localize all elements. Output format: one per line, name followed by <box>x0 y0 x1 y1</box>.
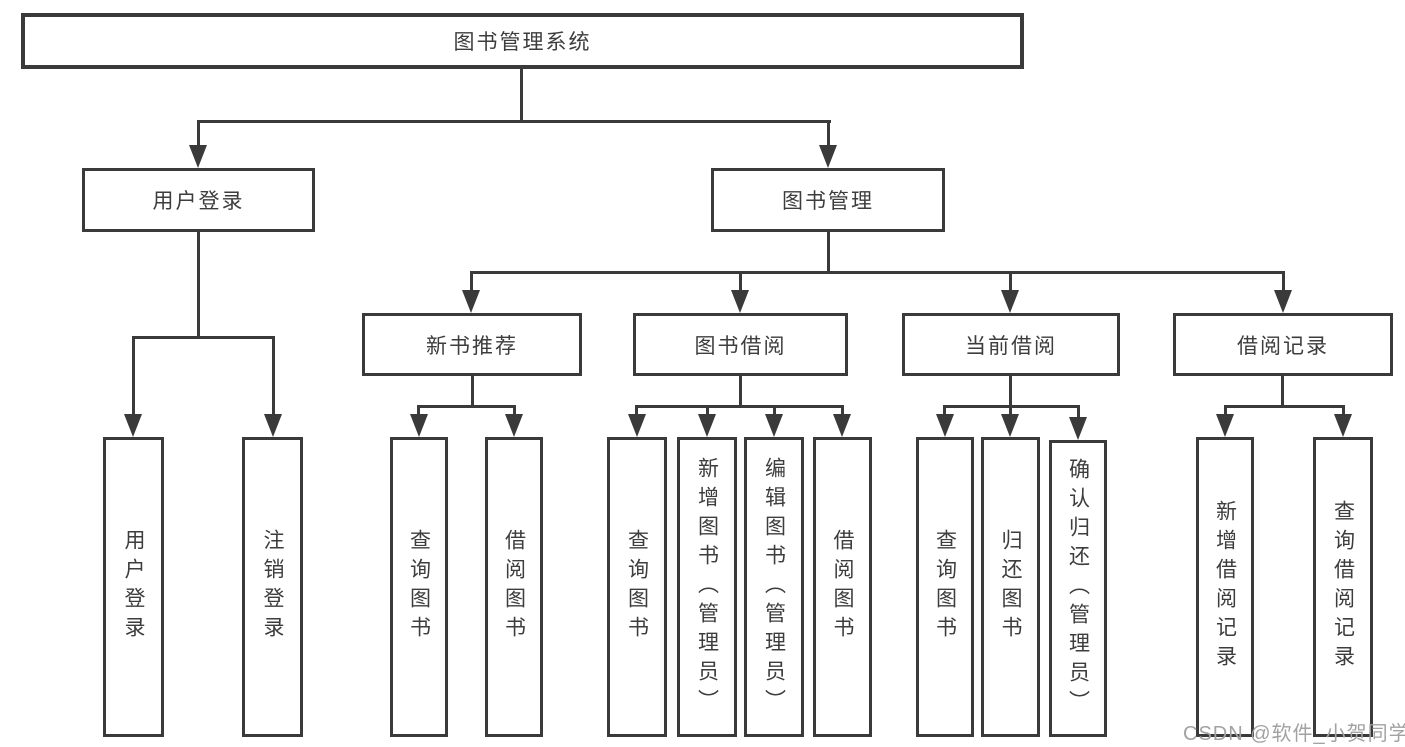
leaf-logout-label: 注销登录 <box>261 529 284 645</box>
connector-groupA-stem <box>471 376 474 405</box>
connector-userlogin-stem <box>197 232 200 336</box>
connector-groupD-stem <box>1281 376 1284 405</box>
connector-userlogin-hline <box>132 336 275 339</box>
connector-arrow-shaft <box>1077 405 1080 419</box>
leaf-borrow-book-B-label: 借阅图书 <box>831 529 854 645</box>
leaf-query-book-C-label: 查询图书 <box>933 529 957 645</box>
arrowhead-icon <box>264 414 282 437</box>
leaf-add-borrow-record-label: 新增借阅记录 <box>1213 500 1237 674</box>
node-book-borrow: 图书借阅 <box>633 313 848 376</box>
connector-arrow-shaft <box>272 336 275 416</box>
arrowhead-icon <box>731 290 749 313</box>
connector-groupB-stem <box>739 376 742 405</box>
arrowhead-icon <box>833 414 851 437</box>
connector-arrow-shaft <box>841 405 844 416</box>
node-root: 图书管理系统 <box>21 13 1024 69</box>
leaf-confirm-return-admin-label: 确认归还（管理员） <box>1066 458 1090 719</box>
connector-arrow-shaft <box>635 405 638 416</box>
node-new-book-recommend: 新书推荐 <box>362 313 582 376</box>
arrowhead-icon <box>1334 414 1352 437</box>
arrowhead-icon <box>1274 290 1292 313</box>
node-borrow-record-label: 借阅记录 <box>1237 334 1329 358</box>
leaf-query-book-A: 查询图书 <box>390 437 448 737</box>
connector-arrow-shaft <box>1009 405 1012 416</box>
arrowhead-icon <box>410 414 428 437</box>
arrowhead-icon <box>124 414 142 437</box>
arrowhead-icon <box>505 414 523 437</box>
connector-arrow-shaft <box>739 271 742 292</box>
connector-arrow-shaft <box>1282 271 1285 292</box>
leaf-logout: 注销登录 <box>242 437 303 737</box>
arrowhead-icon <box>462 290 480 313</box>
connector-groupB-hline <box>635 405 844 408</box>
leaf-query-borrow-record-label: 查询借阅记录 <box>1331 500 1355 674</box>
arrowhead-icon <box>765 414 783 437</box>
leaf-query-borrow-record: 查询借阅记录 <box>1313 437 1373 737</box>
node-borrow-record: 借阅记录 <box>1173 313 1393 376</box>
connector-arrow-shaft <box>470 271 473 292</box>
leaf-query-book-B: 查询图书 <box>607 437 667 737</box>
node-user-login-label: 用户登录 <box>152 190 245 213</box>
arrowhead-icon <box>1069 417 1087 440</box>
leaf-edit-book-admin: 编辑图书（管理员） <box>744 437 804 737</box>
arrowhead-icon <box>1001 414 1019 437</box>
connector-root-stem <box>520 69 523 120</box>
connector-arrow-shaft <box>1342 405 1345 416</box>
arrowhead-icon <box>819 145 837 168</box>
connector-groupC-stem <box>1009 376 1012 405</box>
leaf-user-login: 用户登录 <box>103 437 164 737</box>
connector-bookmgmt-stem <box>827 232 830 271</box>
node-book-borrow-label: 图书借阅 <box>694 334 787 358</box>
arrowhead-icon <box>936 414 954 437</box>
arrowhead-icon <box>698 414 716 437</box>
csdn-watermark: CSDN @软件_小贺同学 <box>1183 723 1405 745</box>
leaf-user-login-label: 用户登录 <box>122 529 145 645</box>
connector-bookmgmt-hline <box>470 271 1285 274</box>
node-book-management-label: 图书管理 <box>782 190 874 213</box>
connector-groupA-hline <box>417 405 516 408</box>
leaf-query-book-B-label: 查询图书 <box>625 529 649 645</box>
connector-groupD-hline <box>1224 405 1345 408</box>
arrowhead-icon <box>1216 414 1234 437</box>
leaf-confirm-return-admin: 确认归还（管理员） <box>1049 440 1107 737</box>
leaf-borrow-book-B: 借阅图书 <box>813 437 872 737</box>
node-root-label: 图书管理系统 <box>453 31 592 54</box>
connector-arrow-shaft <box>827 120 830 147</box>
node-current-borrow: 当前借阅 <box>902 313 1120 376</box>
connector-arrow-shaft <box>706 405 709 416</box>
arrowhead-icon <box>628 414 646 437</box>
connector-arrow-shaft <box>1009 271 1012 292</box>
leaf-borrow-book-A-label: 借阅图书 <box>502 529 526 645</box>
connector-arrow-shaft <box>132 336 135 416</box>
connector-arrow-shaft <box>417 405 420 416</box>
connector-arrow-shaft <box>1224 405 1227 416</box>
leaf-return-book: 归还图书 <box>981 437 1040 737</box>
leaf-edit-book-admin-label: 编辑图书（管理员） <box>762 456 786 718</box>
leaf-query-book-C: 查询图书 <box>916 437 974 737</box>
connector-arrow-shaft <box>773 405 776 416</box>
leaf-borrow-book-A: 借阅图书 <box>485 437 543 737</box>
leaf-add-book-admin: 新增图书（管理员） <box>677 437 737 737</box>
node-current-borrow-label: 当前借阅 <box>965 334 1057 358</box>
arrowhead-icon <box>189 145 207 168</box>
node-book-management: 图书管理 <box>711 168 945 232</box>
leaf-query-book-A-label: 查询图书 <box>407 529 431 645</box>
leaf-return-book-label: 归还图书 <box>999 529 1022 645</box>
leaf-add-borrow-record: 新增借阅记录 <box>1196 437 1254 737</box>
node-new-book-recommend-label: 新书推荐 <box>426 334 518 358</box>
connector-arrow-shaft <box>513 405 516 416</box>
node-user-login: 用户登录 <box>82 168 315 232</box>
connector-arrow-shaft <box>943 405 946 416</box>
leaf-add-book-admin-label: 新增图书（管理员） <box>695 456 719 718</box>
connector-root-hline <box>197 120 831 123</box>
arrowhead-icon <box>1001 290 1019 313</box>
connector-arrow-shaft <box>197 120 200 147</box>
